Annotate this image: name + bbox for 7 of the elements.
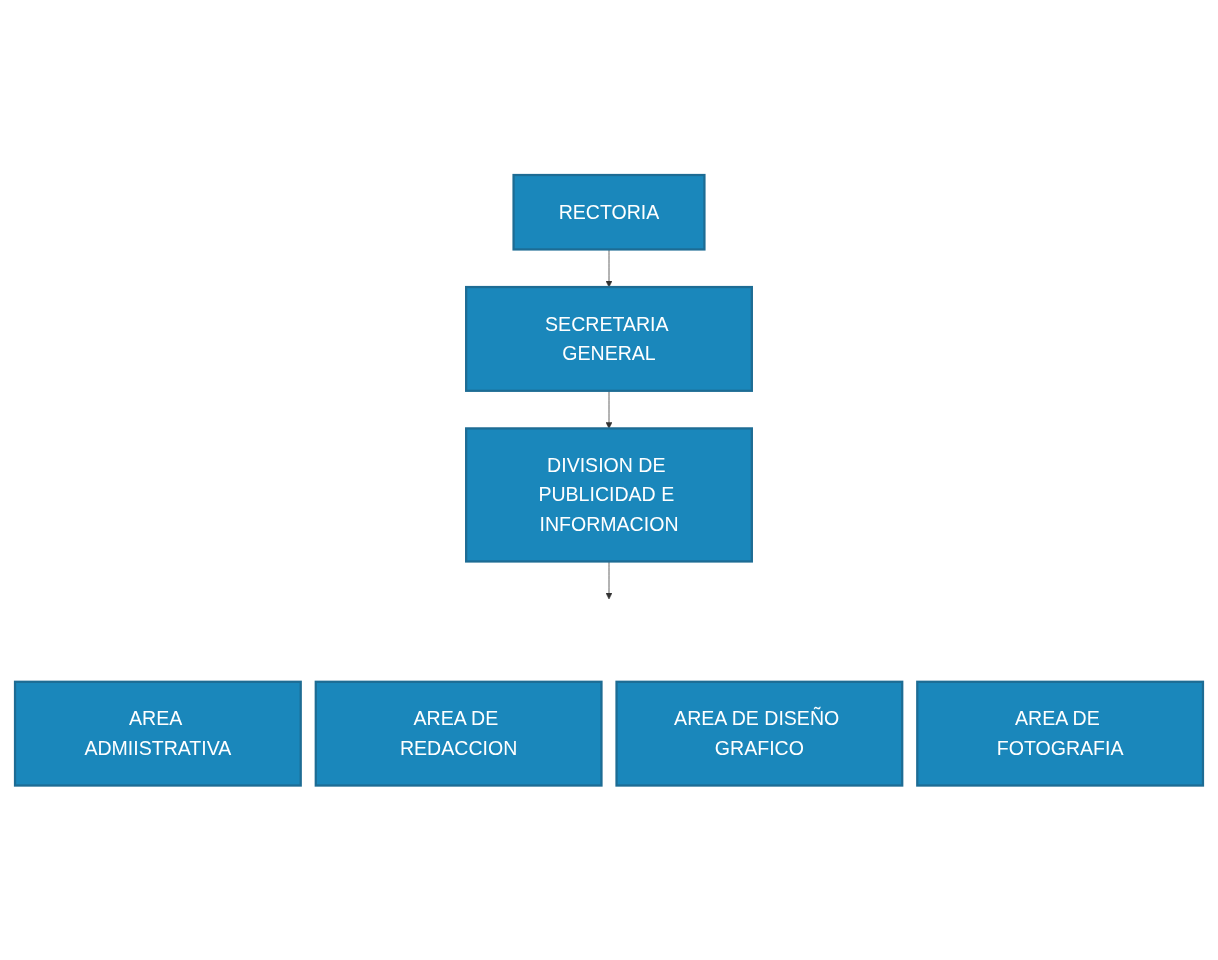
node-box: AREA DE FOTOGRAFIA: [916, 680, 1205, 787]
node-box: SECRETARIA GENERAL: [465, 285, 753, 392]
node-box: AREA DE REDACCION: [314, 680, 603, 787]
node-box: AREA ADMIISTRATIVA: [13, 680, 302, 787]
node-box: RECTORIA: [512, 173, 706, 251]
node-box: DIVISION DE PUBLICIDAD E INFORMACION: [465, 427, 753, 563]
node-box: AREA DE DISEÑO GRAFICO: [615, 680, 904, 787]
